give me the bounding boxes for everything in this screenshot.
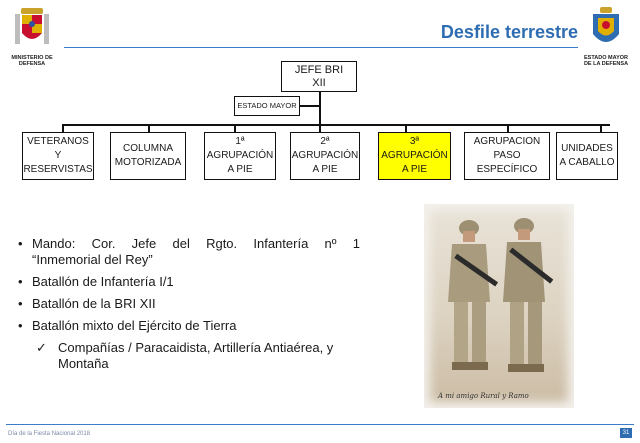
chart-connector (300, 105, 319, 107)
bullet-text: Batallón de Infantería I/1 (32, 274, 174, 289)
chart-connector (62, 124, 610, 126)
chart-connector (62, 124, 64, 132)
soldiers-illustration (448, 218, 554, 372)
ministerio-defensa-logo: MINISTERIO DE DEFENSA (6, 6, 58, 67)
bullet-text: Batallón mixto del Ejército de Tierra (32, 318, 237, 333)
checkmark-icon: ✓ (36, 340, 47, 355)
chart-connector (319, 124, 321, 132)
chart-connector (405, 124, 407, 132)
org-box-agrupacion-2: 2ª AGRUPACIÓN A PIE (290, 132, 360, 180)
emblem-icon (593, 7, 619, 42)
coat-of-arms-icon (15, 8, 49, 44)
sub-list-item: ✓ Compañías / Paracaidista, Artillería A… (18, 340, 360, 372)
list-item: Batallón de Infantería I/1 (18, 274, 360, 290)
org-box-jefe: JEFE BRI XII (281, 61, 357, 92)
org-box-unidades-caballo: UNIDADES A CABALLO (556, 132, 618, 180)
bullet-mando-line2: “Inmemorial del Rey” (32, 252, 153, 267)
chart-connector (234, 124, 236, 132)
sub-bullet-text: Compañías / Paracaidista, Artillería Ant… (58, 340, 334, 371)
bullet-mando-line1: Mando: Cor. Jefe del Rgto. Infantería nº… (32, 236, 360, 251)
org-box-agrupacion-3: 3ª AGRUPACIÓN A PIE (378, 132, 451, 180)
bullet-text: Batallón de la BRI XII (32, 296, 156, 311)
photo-signature: A mi amigo Rural y Ramo (438, 392, 529, 400)
org-box-columna-motorizada: COLUMNA MOTORIZADA (110, 132, 186, 180)
list-item: Mando: Cor. Jefe del Rgto. Infantería nº… (18, 236, 360, 268)
estado-mayor-logo: ESTADO MAYOR DE LA DEFENSA (578, 6, 634, 67)
org-box-estado-mayor: ESTADO MAYOR (234, 96, 300, 116)
page-title: Desfile terrestre (440, 22, 578, 42)
footer-divider (6, 424, 634, 425)
ministerio-caption: MINISTERIO DE DEFENSA (11, 55, 53, 67)
soldiers-photo: A mi amigo Rural y Ramo (424, 204, 574, 408)
chart-connector (148, 124, 150, 132)
footer-text: Día de la Fiesta Nacional 2018 (8, 431, 91, 437)
estado-mayor-caption: ESTADO MAYOR DE LA DEFENSA (583, 55, 629, 67)
org-box-veteranos: VETERANOS Y RESERVISTAS (22, 132, 94, 180)
org-box-paso-especifico: AGRUPACION PASO ESPECÍFICO (464, 132, 550, 180)
page-number: 31 (620, 428, 632, 438)
list-item: Batallón de la BRI XII (18, 296, 360, 312)
org-box-agrupacion-1: 1ª AGRUPACIÓN A PIE (204, 132, 276, 180)
title-divider (64, 47, 578, 48)
chart-connector (600, 124, 602, 132)
list-item: Batallón mixto del Ejército de Tierra (18, 318, 360, 334)
chart-connector (507, 124, 509, 132)
bullet-list: Mando: Cor. Jefe del Rgto. Infantería nº… (18, 236, 360, 372)
chart-connector (319, 92, 321, 124)
